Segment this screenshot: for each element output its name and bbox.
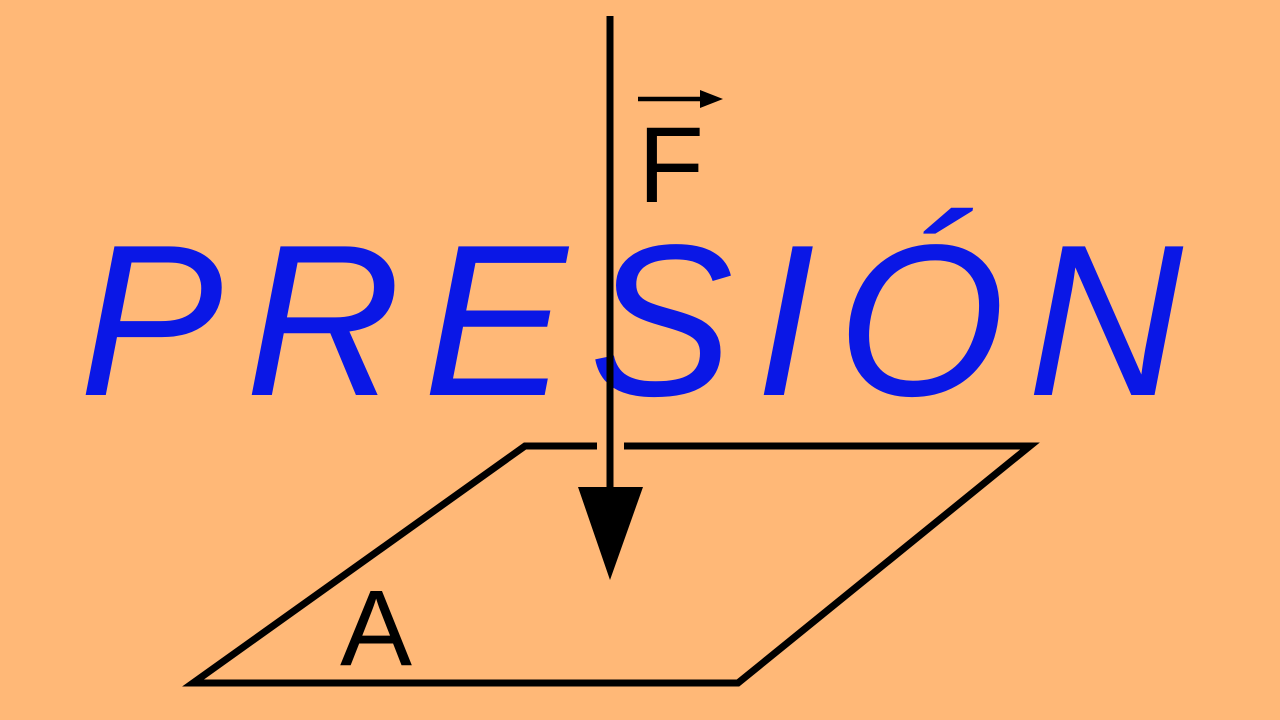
down-arrow-icon	[578, 487, 643, 580]
title-presion: PRESIÓN	[79, 199, 1205, 441]
surface-parallelogram	[182, 442, 1040, 687]
right-arrow-icon	[700, 90, 723, 108]
force-label: F	[638, 104, 704, 225]
area-label: A	[340, 567, 412, 688]
